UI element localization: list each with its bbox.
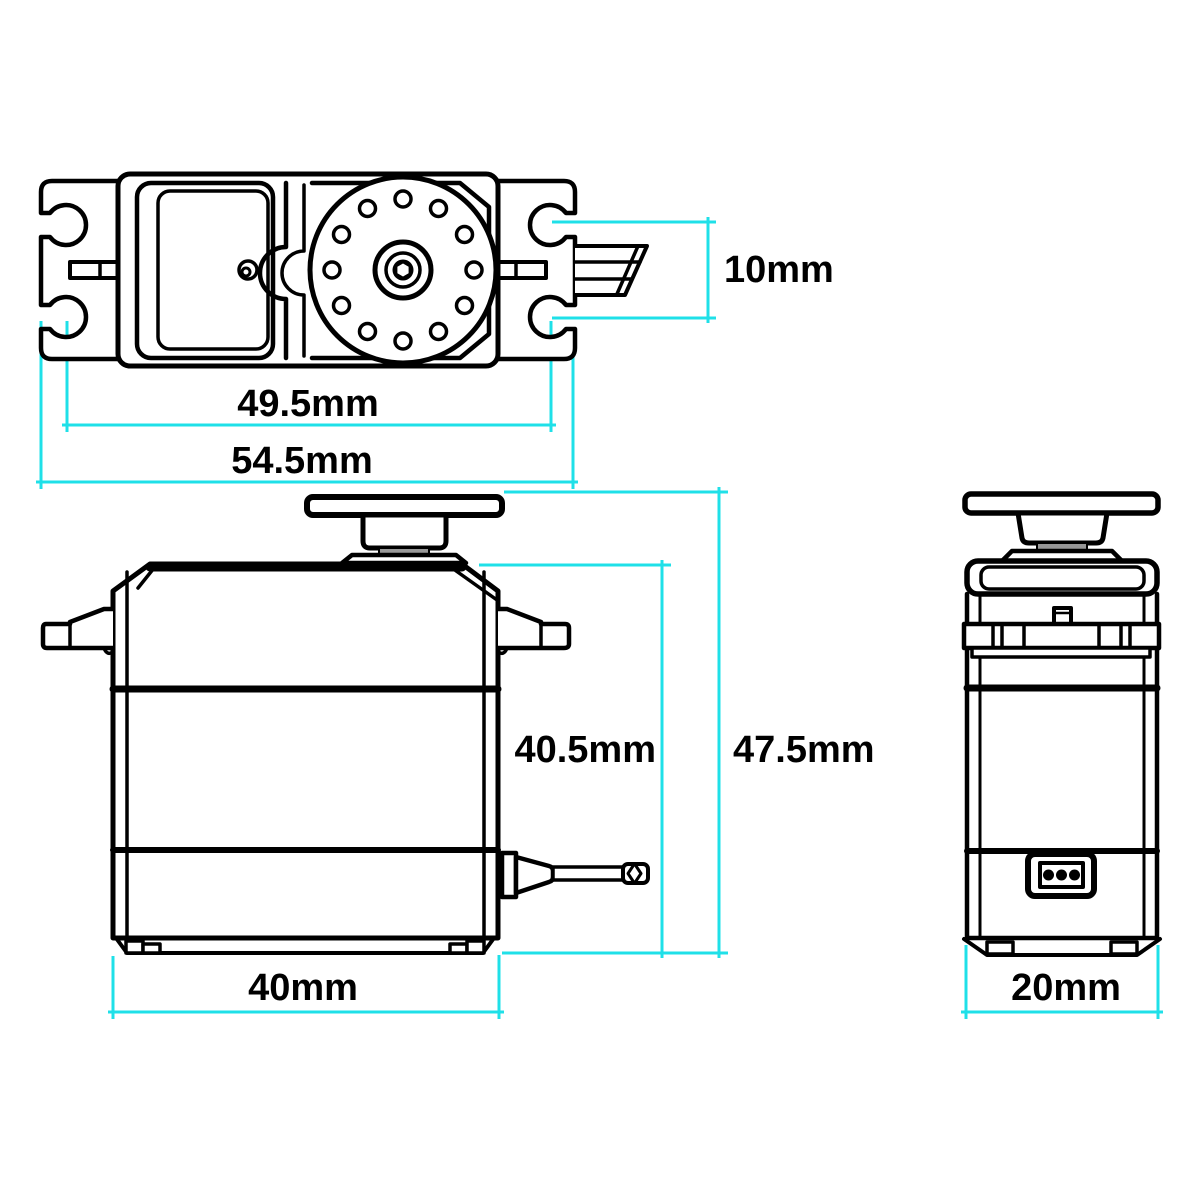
flange-slot-left: [68, 260, 120, 280]
right-mount-ear: [495, 606, 572, 656]
top-cap-side: [964, 558, 1160, 597]
motor-cover: [134, 180, 276, 361]
left-mount-ear: [40, 606, 116, 656]
dim-label-20mm: 20mm: [1011, 967, 1121, 1009]
cable-ribbon: [573, 244, 649, 297]
flange-slot-right: [496, 260, 548, 280]
connector-port: [1025, 851, 1097, 899]
dim-10mm: [552, 217, 716, 323]
front-view: [40, 494, 650, 955]
dim-40-5mm: [479, 560, 671, 958]
dim-label-40mm: 40mm: [248, 967, 358, 1009]
top-peg: [1052, 606, 1073, 626]
dim-label-10mm: 10mm: [724, 249, 834, 291]
dimension-labels: 10mm 49.5mm 54.5mm 40.5mm 47.5mm 40mm 20…: [231, 249, 1121, 1009]
dim-label-40-5mm: 40.5mm: [514, 729, 656, 771]
servo-horn-front: [304, 494, 505, 566]
cover-screw-hole: [237, 259, 259, 281]
cable-connector-tip: [621, 862, 650, 885]
output-shaft-hub: [372, 239, 434, 301]
side-view: [961, 491, 1162, 957]
cable-exit-front: [499, 850, 650, 900]
dim-label-54-5mm: 54.5mm: [231, 440, 373, 482]
servo-horn-top: [307, 174, 499, 366]
dimension-lines: [36, 217, 1163, 1019]
horn-holes: [322, 189, 484, 351]
connector-pin: [1043, 869, 1054, 881]
case-divider: [257, 180, 306, 361]
bottom-feet-side: [962, 937, 1162, 957]
connector-pin: [1069, 869, 1080, 881]
servo-horn-side: [962, 491, 1161, 564]
dim-40mm: [108, 955, 504, 1019]
mount-flange-side: [961, 621, 1162, 659]
connector-pin: [1056, 869, 1067, 881]
dim-20mm: [961, 945, 1163, 1019]
servo-body-front: [110, 561, 501, 941]
dim-47-5mm: [502, 487, 728, 958]
top-view: [38, 171, 649, 369]
dim-label-49-5mm: 49.5mm: [237, 383, 379, 425]
dim-label-47-5mm: 47.5mm: [733, 729, 875, 771]
bottom-feet-front: [114, 936, 496, 955]
